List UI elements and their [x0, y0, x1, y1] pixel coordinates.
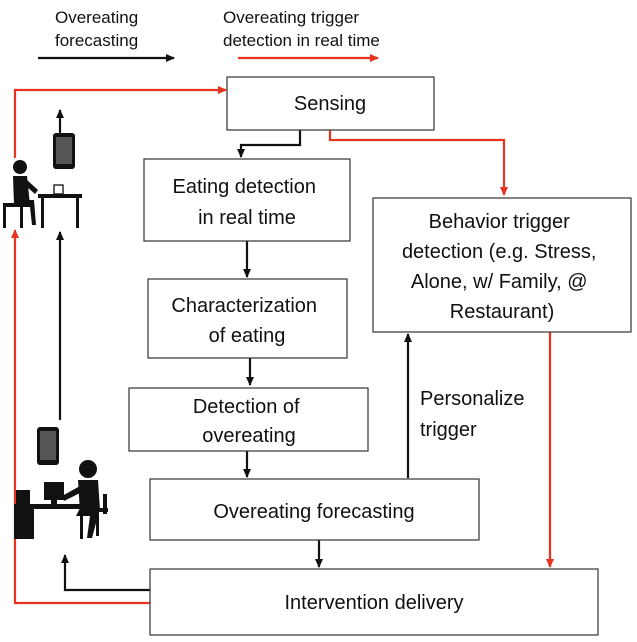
svg-text:Intervention delivery: Intervention delivery [285, 592, 464, 614]
box-characterization: Characterization of eating [147, 278, 348, 359]
box-overeating-forecasting: Overeating forecasting [149, 478, 480, 541]
svg-text:Sensing: Sensing [294, 93, 366, 115]
arrow-intervention-to-office-worker [61, 554, 150, 592]
red-arrow-sensing-to-trigger [328, 130, 508, 196]
svg-text:Behavior trigger detecti: Behavior trigger detection (e.g. Stress,… [402, 211, 602, 323]
red-feedback-loop [11, 229, 150, 605]
box-overeating-detection: Detection of overeating [128, 387, 369, 452]
legend: Overeating forecasting Overeating trigge… [38, 8, 380, 62]
connectors [11, 86, 554, 605]
legend-red-label: Overeating trigger detection in real tim… [223, 8, 380, 50]
personalize-trigger-label: Personalize trigger [420, 388, 530, 441]
box-sensing: Sensing [226, 76, 435, 131]
arrow-sensing-to-eating-detection [237, 130, 302, 158]
box-behavior-trigger: Behavior trigger detection (e.g. Stress,… [372, 197, 632, 333]
svg-text:Detection of overeating: Detection of overeating [193, 396, 305, 447]
person-at-desk-with-phone-icon [3, 133, 82, 228]
svg-text:Overeating forecasting: Overeating forecasting [213, 501, 414, 523]
legend-black-label: Overeating forecasting [55, 8, 143, 50]
svg-text:Characterization of eati: Characterization of eating [171, 295, 322, 347]
person-at-computer-with-phone-icon [14, 427, 108, 539]
box-intervention-delivery: Intervention delivery [149, 568, 599, 636]
box-eating-detection: Eating detection in real time [143, 158, 351, 242]
red-arrow-to-sensing [13, 86, 227, 158]
svg-text:Eating detection in real: Eating detection in real time [173, 176, 322, 229]
